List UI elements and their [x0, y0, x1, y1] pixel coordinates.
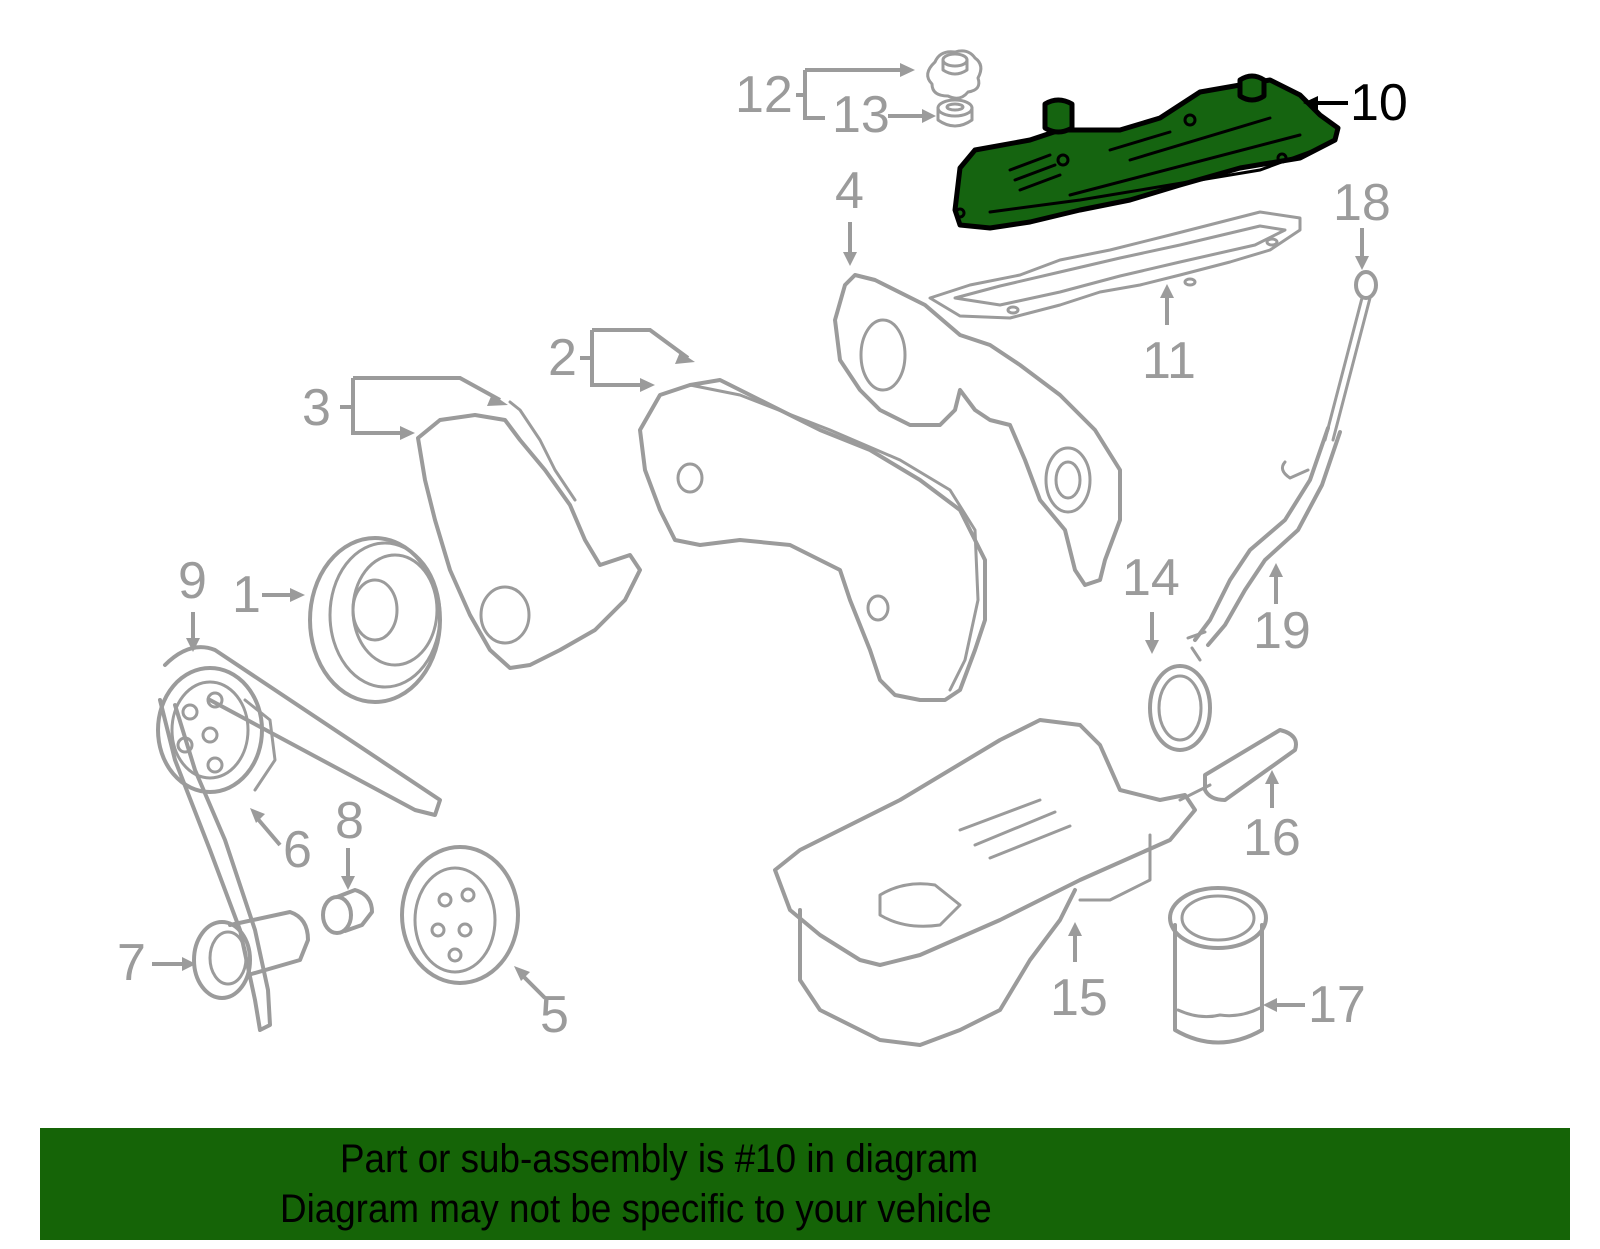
callout-17[interactable]: 17	[1263, 976, 1366, 1034]
svg-text:8: 8	[335, 792, 364, 850]
svg-text:9: 9	[178, 552, 207, 610]
svg-text:10: 10	[1350, 74, 1408, 132]
banner-part-notice: Part or sub-assembly is #10 in diagram	[340, 1137, 979, 1181]
callout-14[interactable]: 14	[1122, 549, 1180, 654]
oil-pan-part-15[interactable]	[773, 718, 1197, 1047]
banner-disclaimer: Diagram may not be specific to your vehi…	[280, 1187, 992, 1231]
valve-cover-gasket-part-11[interactable]	[928, 210, 1302, 320]
callout-5[interactable]: 5	[514, 966, 569, 1044]
callout-10[interactable]: 10	[1303, 74, 1408, 132]
callout-19[interactable]: 19	[1253, 563, 1311, 660]
svg-text:19: 19	[1253, 602, 1311, 660]
svg-text:2: 2	[548, 329, 577, 387]
svg-text:14: 14	[1122, 549, 1180, 607]
info-banner: Part or sub-assembly is #10 in diagram D…	[40, 1128, 1570, 1240]
parts-diagram: 1 2 3 4 5 6 7	[117, 49, 1408, 1047]
callout-15[interactable]: 15	[1050, 922, 1108, 1027]
timing-cover-lower-part-3[interactable]	[416, 400, 642, 670]
callout-3[interactable]: 3	[302, 376, 508, 440]
svg-text:11: 11	[1142, 332, 1196, 390]
rear-timing-plate-part-4[interactable]	[833, 273, 1122, 587]
callout-6[interactable]: 6	[250, 808, 312, 879]
dipstick-part-18[interactable]	[1323, 270, 1378, 442]
svg-text:3: 3	[302, 379, 331, 437]
callout-11[interactable]: 11	[1142, 284, 1196, 390]
oil-filler-cap-part-12[interactable]	[926, 49, 983, 100]
svg-text:1: 1	[232, 566, 261, 624]
callout-8[interactable]: 8	[335, 792, 364, 890]
tensioner-pulley-part-7[interactable]	[192, 910, 310, 1000]
svg-text:18: 18	[1333, 174, 1391, 232]
callout-9[interactable]: 9	[178, 552, 207, 652]
tensioner-spring-part-8[interactable]	[321, 888, 374, 935]
camshaft-sprocket-part-6[interactable]	[156, 666, 277, 794]
filler-cap-seal-part-13[interactable]	[936, 98, 974, 128]
seal-ring-part-14[interactable]	[1148, 664, 1212, 752]
dipstick-tube-part-19[interactable]	[1186, 426, 1342, 662]
callout-12[interactable]: 12	[735, 63, 915, 124]
valve-cover-part-10[interactable]	[952, 73, 1341, 231]
drain-tube-part-16[interactable]	[1178, 728, 1298, 802]
crankshaft-sprocket-part-5[interactable]	[400, 845, 520, 985]
svg-text:15: 15	[1050, 969, 1108, 1027]
timing-cover-upper-part-2[interactable]	[638, 378, 987, 702]
timing-belt-part-9[interactable]	[158, 645, 442, 1032]
svg-text:12: 12	[735, 66, 793, 124]
oil-filter-part-17[interactable]	[1168, 886, 1268, 1045]
callout-2[interactable]: 2	[548, 328, 695, 392]
callout-16[interactable]: 16	[1243, 770, 1301, 867]
callout-7[interactable]: 7	[117, 934, 196, 992]
callout-13[interactable]: 13	[832, 86, 936, 144]
crankshaft-pulley-part-1[interactable]	[308, 536, 442, 704]
callout-1[interactable]: 1	[232, 566, 305, 624]
callout-18[interactable]: 18	[1333, 174, 1391, 270]
svg-text:6: 6	[283, 821, 312, 879]
callout-4[interactable]: 4	[835, 162, 864, 266]
svg-text:13: 13	[832, 86, 890, 144]
svg-text:4: 4	[835, 162, 864, 220]
svg-text:17: 17	[1308, 976, 1366, 1034]
svg-text:7: 7	[117, 934, 146, 992]
svg-text:16: 16	[1243, 809, 1301, 867]
